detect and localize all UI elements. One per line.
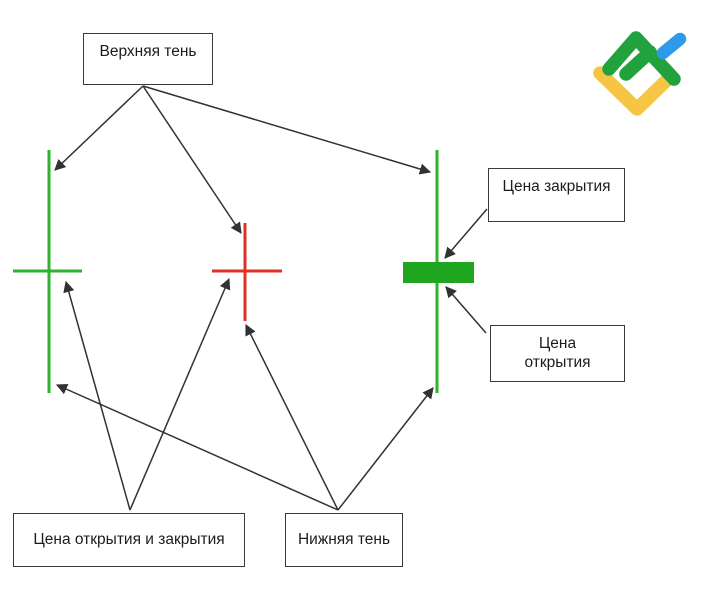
label-open-close-price: Цена открытия и закрытия xyxy=(13,513,245,567)
arrow-close-price-to-body-top xyxy=(444,208,488,259)
arrow-open-price-to-body-bottom xyxy=(445,286,487,334)
label-open-price: Цена открытия xyxy=(490,325,625,382)
litefinance-logo-icon xyxy=(593,31,687,116)
logo-blue-tip xyxy=(656,32,687,60)
label-lower-shadow: Нижняя тень xyxy=(285,513,403,567)
logo-green-fork xyxy=(619,45,657,81)
arrow-open-close-to-red-candle xyxy=(129,277,231,511)
bullish-candle xyxy=(403,150,474,393)
arrow-upper-shadow-to-red-candle xyxy=(142,85,242,234)
logo-yellow-check xyxy=(593,66,678,116)
arrow-lower-shadow-to-right-candle xyxy=(337,387,434,511)
bullish-candle-body xyxy=(403,262,474,283)
label-upper-shadow: Верхняя тень xyxy=(83,33,213,85)
arrow-upper-shadow-to-right-candle xyxy=(142,85,432,175)
arrow-lower-shadow-to-left-candle xyxy=(55,383,339,511)
green-doji-candle xyxy=(13,150,82,393)
label-close-price: Цена закрытия xyxy=(488,168,625,222)
logo-green-peak xyxy=(602,31,681,86)
red-doji-candle xyxy=(212,223,282,321)
connector-arrows xyxy=(54,85,488,511)
arrow-upper-shadow-to-left-candle xyxy=(54,85,144,171)
arrow-open-close-to-left-candle xyxy=(63,280,131,511)
arrow-lower-shadow-to-red-candle xyxy=(245,323,339,511)
